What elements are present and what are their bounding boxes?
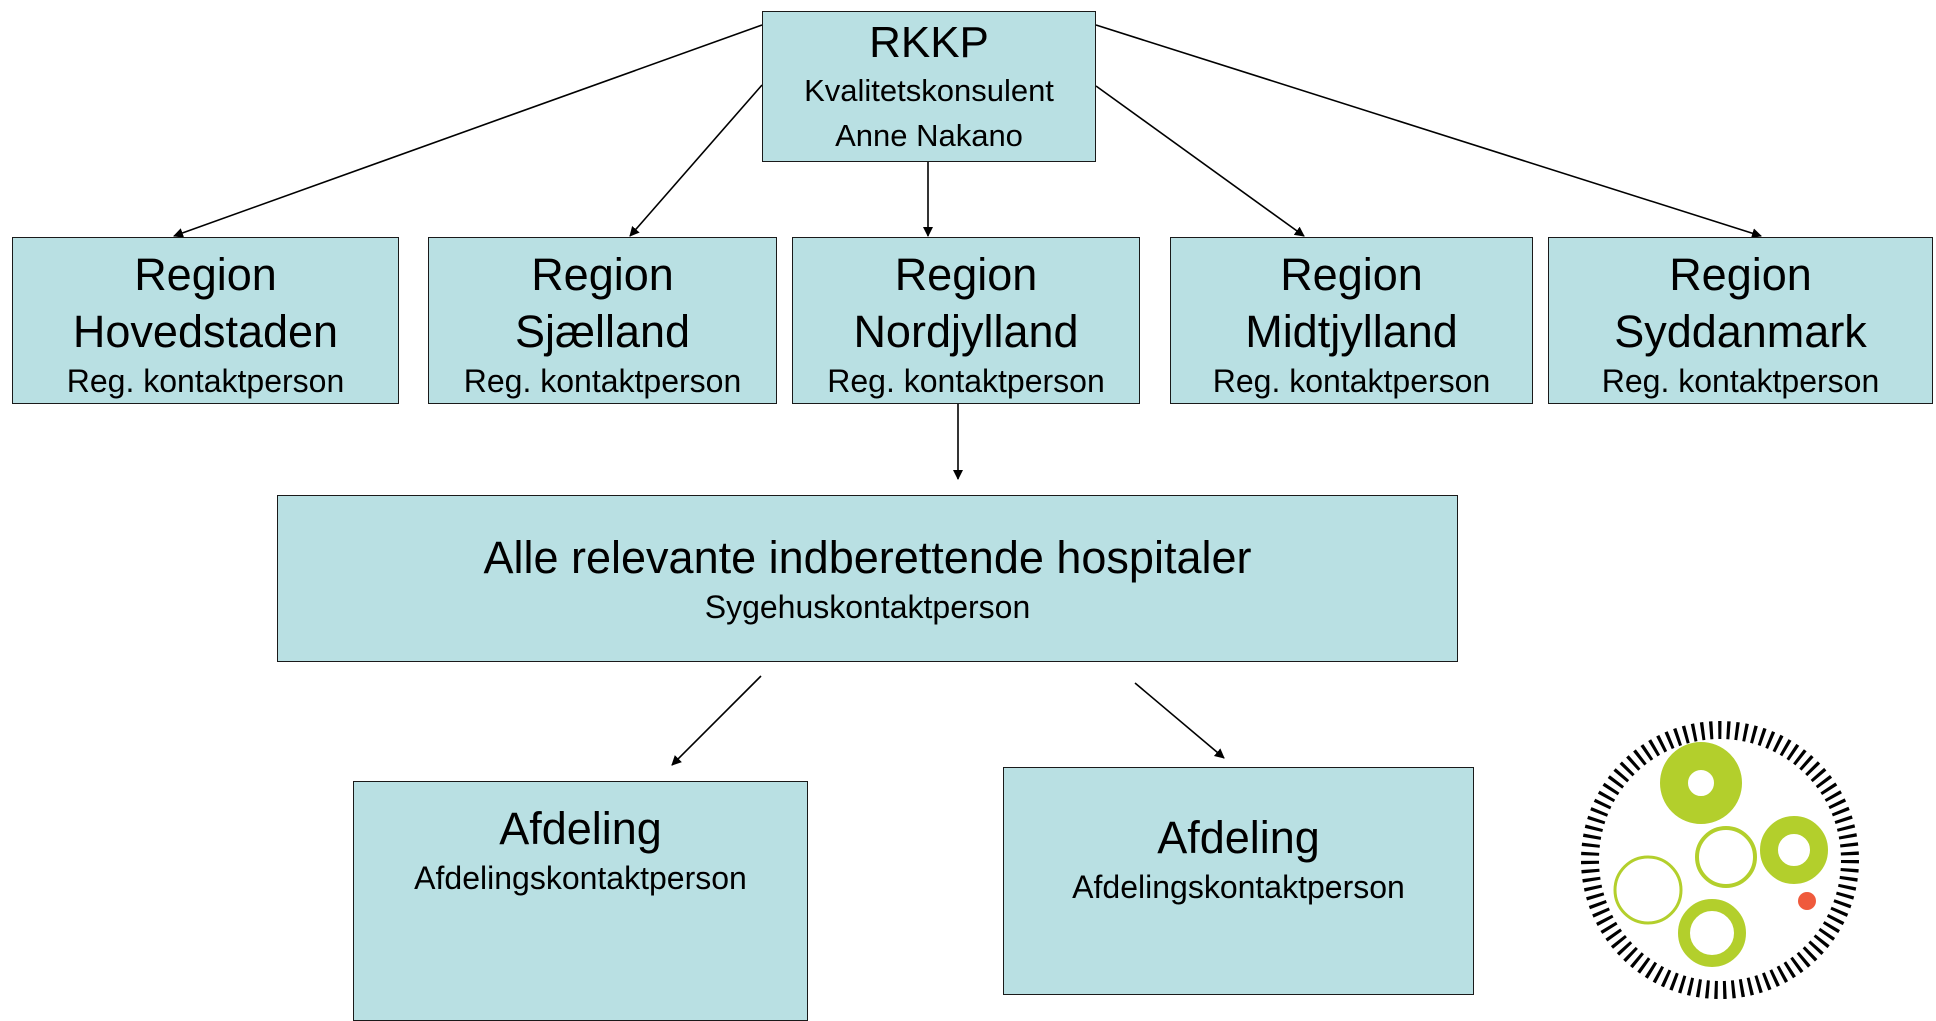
region-name: Nordjylland <box>853 306 1079 357</box>
region-box-midtjylland: Region Midtjylland Reg. kontaktperson <box>1170 237 1533 404</box>
arrow-root-to-sjaelland <box>629 84 763 237</box>
department-box-right: Afdeling Afdelingskontaktperson <box>1003 767 1474 995</box>
region-name: Sjælland <box>514 306 691 357</box>
arrow-root-to-syddanmark <box>1095 24 1762 239</box>
rkkp-person: Anne Nakano <box>835 118 1023 153</box>
hospitals-role: Sygehuskontaktperson <box>704 589 1031 625</box>
rkkp-logo-icon <box>1581 721 1859 999</box>
arrow-root-to-midtjylland <box>1095 85 1305 237</box>
region-label: Region <box>1669 249 1812 300</box>
region-role: Reg. kontaktperson <box>1212 363 1491 399</box>
hospitals-box: Alle relevante indberettende hospitaler … <box>277 495 1458 662</box>
region-box-nordjylland: Region Nordjylland Reg. kontaktperson <box>792 237 1140 404</box>
region-label: Region <box>134 249 277 300</box>
rkkp-box: RKKP Kvalitetskonsulent Anne Nakano <box>762 11 1096 162</box>
arrow-root-to-hovedstaden <box>173 24 763 238</box>
region-name: Syddanmark <box>1614 306 1867 357</box>
department-title: Afdeling <box>499 803 662 854</box>
region-box-sjaelland: Region Sjælland Reg. kontaktperson <box>428 237 777 404</box>
logo-ring-center <box>1695 826 1757 888</box>
region-label: Region <box>1280 249 1423 300</box>
region-role: Reg. kontaktperson <box>66 363 345 399</box>
logo-ring-top <box>1660 742 1742 824</box>
region-label: Region <box>894 249 1038 300</box>
rkkp-title: RKKP <box>869 18 989 67</box>
rkkp-role: Kvalitetskonsulent <box>804 73 1054 108</box>
logo-ring-right <box>1760 816 1828 884</box>
region-role: Reg. kontaktperson <box>1601 363 1880 399</box>
department-box-left: Afdeling Afdelingskontaktperson <box>353 781 808 1021</box>
region-role: Reg. kontaktperson <box>827 363 1105 399</box>
arrow-hospitals-to-dept1 <box>671 675 762 766</box>
hospitals-title: Alle relevante indberettende hospitaler <box>483 532 1252 583</box>
logo-ring-left <box>1613 855 1683 925</box>
arrow-hospitals-to-dept2 <box>1134 682 1225 759</box>
region-box-syddanmark: Region Syddanmark Reg. kontaktperson <box>1548 237 1933 404</box>
logo-dot-red <box>1798 892 1816 910</box>
region-role: Reg. kontaktperson <box>463 363 742 399</box>
logo-tick-ring <box>1581 721 1859 999</box>
region-name: Midtjylland <box>1245 306 1458 357</box>
logo-ring-bottom <box>1678 899 1746 967</box>
department-role: Afdelingskontaktperson <box>1072 869 1405 905</box>
department-title: Afdeling <box>1157 812 1320 863</box>
department-role: Afdelingskontaktperson <box>414 860 747 896</box>
region-label: Region <box>531 249 674 300</box>
region-box-hovedstaden: Region Hovedstaden Reg. kontaktperson <box>12 237 399 404</box>
region-name: Hovedstaden <box>72 306 339 357</box>
